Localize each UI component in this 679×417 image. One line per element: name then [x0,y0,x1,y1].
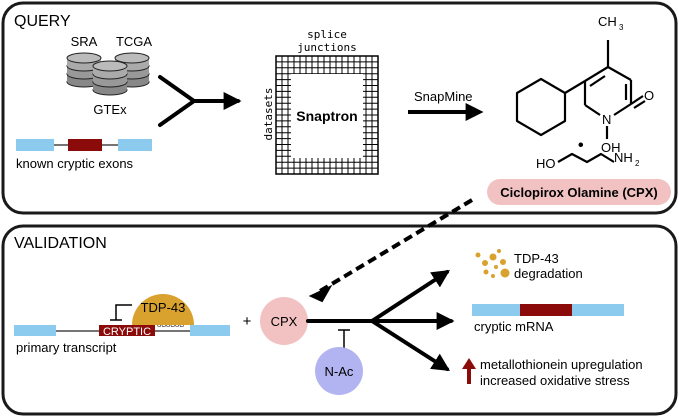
database-label-gtex: GTEx [93,102,127,117]
tdp43-protein: TDP-43 [110,294,194,325]
snaptron-grid: Snaptron splice junctions datasets [262,28,379,175]
exon-block [572,304,624,316]
salt-dot: • [578,137,584,154]
degradation-line2: degradation [514,266,583,281]
cryptic-mrna-diagram: cryptic mRNA [472,304,624,334]
exon-block [190,325,230,336]
exon-block [118,139,152,151]
known-exons-label: known cryptic exons [16,156,134,171]
nac-label: N-Ac [325,364,354,379]
ch3-subscript: 3 [619,23,624,32]
cpx-label: CPX [271,314,298,329]
snapmine-arrow: SnapMine [408,89,484,121]
primary-transcript: CRYPTIC UGUGUG primary transcript [14,323,230,355]
exon-block [472,304,520,316]
cryptic-exon-block [99,325,155,336]
dashed-link-arrowhead [308,284,333,303]
cryptic-label: CRYPTIC [103,326,151,338]
nh2-subscript: 2 [635,159,640,168]
exon-block [16,139,54,151]
splice-junctions-label-line1: splice [307,28,347,41]
n-label: N [602,112,611,127]
nac-node: N-Ac [315,329,363,395]
cryptic-exon-block [520,304,572,316]
up-arrow-icon [462,358,476,384]
molecule-labels: CH 3 N O OH HO NH 2 • [536,14,654,171]
database-label-tcga: TCGA [116,34,152,49]
nh2-label: NH [614,150,633,165]
ring-structure-icon [515,40,646,164]
tdp43-label: TDP-43 [141,300,186,315]
cpx-node: CPX [260,297,308,345]
branch-arrows [306,270,455,371]
drug-pill-label: Ciclopirox Olamine (CPX) [500,185,657,200]
degradation-line1: TDP-43 [514,251,559,266]
ug-repeat-label: UGUGUG [157,323,184,329]
database-label-sra: SRA [71,34,98,49]
snaptron-label: Snaptron [296,108,357,124]
datasets-label: datasets [262,88,275,141]
oh-label: OH [601,140,621,155]
ch3-label: CH [598,14,617,29]
known-exons-diagram: known cryptic exons [16,139,152,171]
ho-label: HO [536,156,556,171]
inhibition-line [115,304,132,320]
cryptic-mrna-label: cryptic mRNA [474,319,554,334]
plus-sign: + [243,313,252,330]
oxidative-stress-label: increased oxidative stress [480,373,630,388]
cryptic-exon-block [68,139,102,151]
tdp43-shape [132,294,194,325]
query-title: QUERY [14,13,71,30]
splice-junctions-label-line2: junctions [297,41,357,54]
dashed-link-arrow [318,198,474,293]
query-panel: QUERY [1,1,678,215]
snapmine-label: SnapMine [414,89,473,104]
metallothionein-label: metallothionein upregulation [480,357,643,372]
validation-panel: VALIDATION CRYPTIC UGUGUG primary transc… [1,198,678,416]
drug-pill: Ciclopirox Olamine (CPX) [487,179,671,205]
validation-title: VALIDATION [14,235,107,252]
dots-icon [475,249,510,278]
database-icons: SRA TCGA GTEx [66,34,152,117]
merge-arrow [158,75,242,127]
database-icon [92,60,128,96]
primary-transcript-label: primary transcript [16,340,117,355]
o-label: O [644,88,654,103]
exon-block [14,325,56,336]
